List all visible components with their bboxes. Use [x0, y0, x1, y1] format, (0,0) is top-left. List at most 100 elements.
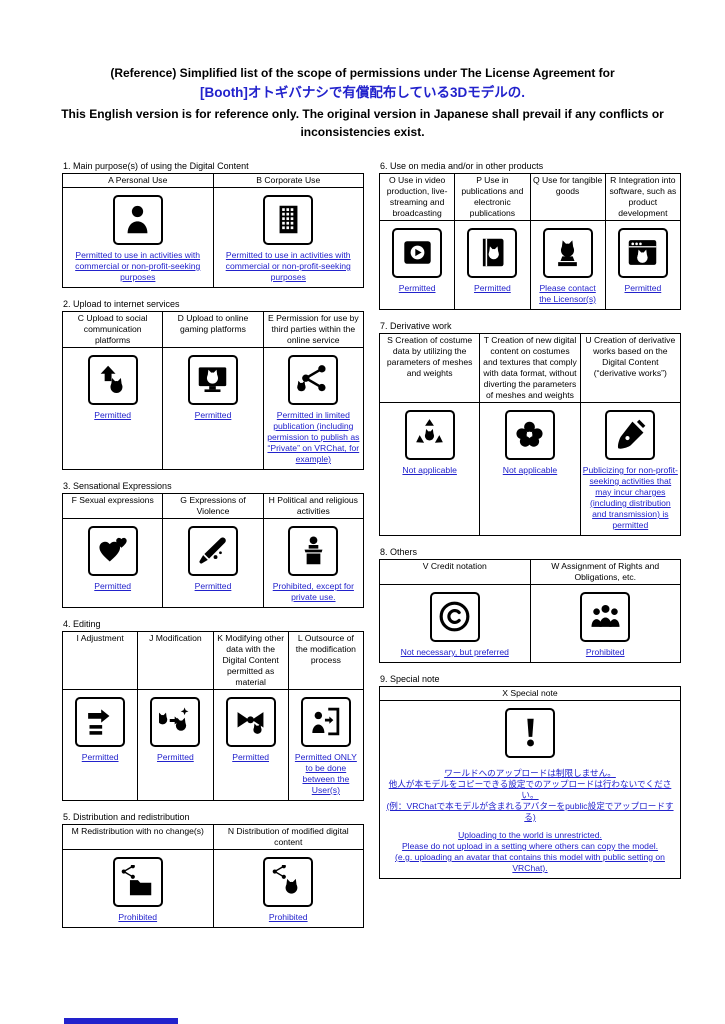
- cat-upload-icon: [87, 354, 138, 405]
- next-page-edge-bar: [64, 1018, 178, 1024]
- section-6: 6. Use on media and/or in other products…: [378, 160, 682, 310]
- building-icon: [263, 194, 314, 245]
- table-header-row: M Redistribution with no change(s)N Dist…: [62, 823, 364, 850]
- column-header: O Use in video production, live-streamin…: [378, 172, 456, 221]
- status-text: Permitted: [624, 282, 662, 293]
- column-header: M Redistribution with no change(s): [62, 823, 214, 850]
- permissions-table: O Use in video production, live-streamin…: [378, 172, 682, 310]
- status-text: Prohibited: [118, 911, 158, 922]
- status-text: Prohibited, except for private use.: [272, 580, 354, 602]
- permission-cell: Permitted: [61, 346, 164, 470]
- section-title: 8. Others: [380, 546, 418, 557]
- status-text: Permitted ONLY to be done between the Us…: [294, 751, 357, 795]
- table-content-row: Permitted to use in activities with comm…: [62, 186, 364, 288]
- title-line-2-booth-model: [Booth]オトギバナシで有償配布している3Dモデルの.: [199, 85, 526, 100]
- column-header: P Use in publications and electronic pub…: [454, 172, 531, 221]
- status-text: Permitted: [194, 580, 232, 591]
- permission-cell: ワールドへのアップロードは制限しません。 他人が本モデルをコピーできる設定でのア…: [379, 699, 681, 879]
- status-text: Permitted to use in activities with comm…: [225, 249, 351, 282]
- status-text: Please contact the Licensor(s): [539, 282, 597, 304]
- title-line-1: (Reference) Simplified list of the scope…: [110, 66, 615, 80]
- table-content-row: Not applicable Not applicable Publicizing …: [378, 401, 682, 536]
- status-text: Permitted: [232, 751, 270, 762]
- status-text: Permitted: [156, 751, 194, 762]
- status-text: Permitted to use in activities with comm…: [75, 249, 201, 282]
- permission-cell: Prohibited: [529, 583, 681, 663]
- column-header: R Integration into software, such as pro…: [604, 172, 682, 221]
- column-header: E Permission for use by third parties wi…: [262, 310, 365, 348]
- video-player-icon: [392, 227, 443, 278]
- costume-flower-icon: [504, 409, 555, 460]
- permissions-table: S Creation of costume data by utilizing …: [378, 332, 682, 536]
- note-text-en: Uploading to the world is unrestricted. …: [395, 829, 665, 873]
- permissions-table: X Special note ワールドへのアップロードは制限しません。 他人が本モ…: [379, 685, 681, 879]
- column-header: G Expressions of Violence: [162, 492, 264, 519]
- status-text: Permitted in limited publication (includ…: [267, 409, 360, 464]
- permission-cell: Prohibited, except for private use.: [262, 517, 365, 608]
- status-text: Permitted: [473, 282, 511, 293]
- hearts-icon: [87, 525, 138, 576]
- exclamation-icon: [505, 707, 555, 758]
- permission-cell: Permitted in limited publication (includ…: [262, 346, 365, 470]
- column-header: U Creation of derivative works based on …: [579, 332, 682, 403]
- permission-cell: Permitted: [604, 219, 682, 310]
- permission-cell: Not necessary, but preferred: [379, 583, 531, 663]
- bow-material-icon: [225, 696, 276, 747]
- column-header: H Political and religious activities: [262, 492, 365, 519]
- permission-cell: Not applicable: [378, 401, 481, 536]
- column-header: B Corporate Use: [212, 172, 364, 188]
- status-text: Not applicable: [502, 464, 558, 475]
- permission-cell: Permitted to use in activities with comm…: [62, 186, 214, 288]
- podium-speaker-icon: [288, 525, 339, 576]
- permission-cell: Permitted: [212, 688, 289, 801]
- section-title: 6. Use on media and/or in other products: [380, 160, 544, 171]
- column-header: X Special note: [379, 685, 681, 701]
- column-header: S Creation of costume data by utilizing …: [378, 332, 481, 403]
- section-title: 3. Sensational Expressions: [63, 480, 172, 491]
- table-content-row: Permitted Permitted Please contact the Lic…: [378, 219, 682, 310]
- column-header: A Personal Use: [62, 172, 214, 188]
- outsource-door-icon: [300, 696, 351, 747]
- figurine-icon: [542, 227, 593, 278]
- section-title: 4. Editing: [63, 618, 101, 629]
- table-header-row: O Use in video production, live-streamin…: [378, 172, 682, 221]
- column-header: C Upload to social communication platfor…: [61, 310, 164, 348]
- note-text-ja: ワールドへのアップロードは制限しません。 他人が本モデルをコピーできる設定でのア…: [386, 767, 674, 822]
- adjustment-icon: [75, 696, 126, 747]
- status-text: Permitted: [398, 282, 436, 293]
- people-group-icon: [580, 591, 631, 642]
- section-1: 1. Main purpose(s) of using the Digital …: [62, 161, 364, 288]
- two-column-layout: 1. Main purpose(s) of using the Digital …: [0, 141, 725, 939]
- pen-icon: [605, 409, 656, 460]
- column-header: V Credit notation: [379, 558, 531, 585]
- folder-share-icon: [112, 856, 163, 907]
- column-header: W Assignment of Rights and Obligations, …: [529, 558, 681, 585]
- status-text: Publicizing for non-profit-seeking activ…: [582, 464, 678, 530]
- cat-share-icon: [288, 354, 339, 405]
- knife-icon: [187, 525, 238, 576]
- permission-cell: Publicizing for non-profit-seeking activ…: [579, 401, 682, 536]
- status-text: Permitted: [194, 409, 232, 420]
- permission-cell: Prohibited: [62, 848, 214, 928]
- modification-cats-icon: [150, 696, 201, 747]
- column-header: D Upload to online gaming platforms: [162, 310, 264, 348]
- column-header: J Modification: [137, 630, 214, 690]
- section-title: 5. Distribution and redistribution: [63, 811, 190, 822]
- right-column: 6. Use on media and/or in other products…: [378, 160, 682, 890]
- recycle-cat-icon: [404, 409, 455, 460]
- table-header-row: C Upload to social communication platfor…: [61, 310, 365, 348]
- permission-cell: Prohibited: [212, 848, 364, 928]
- title-line-3-disclaimer: This English version is for reference on…: [61, 106, 664, 139]
- table-header-row: S Creation of costume data by utilizing …: [378, 332, 682, 403]
